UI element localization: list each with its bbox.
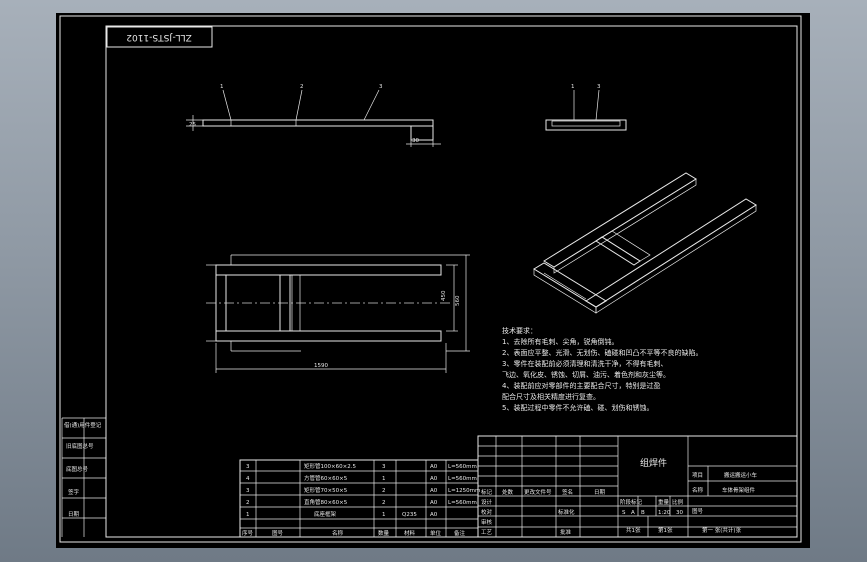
stage-value-1: A (631, 510, 635, 516)
tech-title: 技术要求： (502, 326, 537, 335)
bom-row-1-note: L=560mm (448, 476, 477, 482)
tech-line-5: 配合尺寸及相关精度进行复查。 (502, 392, 600, 401)
tech-line-0: 1、去除所有毛刺、尖角，锐角倒钝。 (502, 337, 618, 346)
role-0: 设计 (481, 498, 493, 506)
role-2: 审核 (481, 518, 493, 526)
balloon-side-1: 1 (571, 84, 575, 90)
role-5: 批准 (560, 528, 572, 536)
assembly-name: 车体骨架组件 (722, 486, 756, 494)
bom-row-2-note: L=1250mm (448, 488, 480, 494)
bom-table: 3 矩形管100×60×2.5 3 A0 L=560mm 4 方管管60×60×… (239, 459, 480, 538)
rev-header-0: 标记 (481, 488, 493, 496)
side-label-1: 旧底图总号 (66, 442, 94, 450)
balloon-side-3: 3 (597, 84, 601, 90)
bom-row-0-note: L=560mm (448, 464, 477, 470)
dim-plan-length: 1590 (314, 363, 328, 369)
bom-row-2-no: 3 (246, 488, 250, 494)
rev-header-3: 签名 (562, 488, 573, 496)
rev-header-4: 日期 (594, 489, 606, 496)
sheet-total: 共1张 (626, 526, 641, 534)
role-1: 校对 (481, 508, 493, 516)
part-name: 组焊件 (640, 457, 667, 469)
rev-header-1: 处数 (502, 488, 514, 496)
outer-border (59, 15, 802, 543)
dim-front-height: 25 (189, 122, 196, 128)
sheet-of: 第一 张(共计)张 (702, 526, 742, 534)
tech-line-2: 3、零件在装配前必须清理和清洗干净，不得有毛刺、 (502, 359, 667, 368)
bom-row-3-no: 2 (246, 500, 250, 506)
role-4: 标准化 (558, 508, 575, 516)
drawing-canvas: 借(通)用件登记 旧底图总号 底图总号 签字 日期 ZLL-JSTS-1102 … (59, 15, 802, 543)
tech-line-4: 4、装配前应对零部件的主要配合尺寸，特别是过盈 (502, 381, 660, 390)
left-side-strip: 借(通)用件登记 旧底图总号 底图总号 签字 日期 (61, 417, 106, 537)
plan-view: 450 560 1590 (206, 254, 470, 373)
bom-row-1-unit: A0 (430, 476, 438, 482)
side-label-3: 签字 (68, 488, 80, 496)
tech-line-3: 飞边、氧化皮、锈蚀、切屑、油污、着色剂和灰尘等。 (502, 370, 670, 379)
bom-header-name: 名称 (332, 529, 344, 537)
bom-row-4-name: 底座框架 (314, 510, 337, 518)
cad-drawing-sheet: 借(通)用件登记 旧底图总号 底图总号 签字 日期 ZLL-JSTS-1102 … (56, 13, 810, 548)
bom-header-unit: 单位 (430, 529, 442, 537)
stage-value-0: S (622, 510, 626, 516)
drawing-no-label: 图号 (692, 507, 704, 515)
bom-header-code: 图号 (272, 529, 284, 537)
title-block: 组焊件 项目 搬运搬运小车 名称 车体骨架组件 图号 标记 处数 更改文件号 签… (477, 435, 798, 538)
dim-front-right: 30 (412, 138, 419, 144)
tech-line-6: 5、装配过程中零件不允许磕、碰、划伤和锈蚀。 (502, 403, 653, 412)
front-view: 25 30 1 2 3 (186, 84, 441, 147)
bom-row-1-no: 4 (246, 476, 250, 482)
stage-value-4: 30 (676, 510, 683, 516)
rev-header-2: 更改文件号 (524, 488, 552, 496)
bom-header-material: 材料 (404, 529, 416, 537)
bom-row-0-name: 矩形管100×60×2.5 (304, 462, 356, 470)
stage-value-3: 1:20 (658, 510, 671, 516)
bom-row-4-no: 1 (246, 512, 250, 518)
project-label: 项目 (692, 472, 703, 479)
side-label-2: 底图总号 (66, 465, 89, 473)
side-view: 1 3 (545, 84, 627, 131)
stage-header-0: 阶段标记 (620, 498, 643, 506)
bom-row-2-qty: 2 (382, 488, 386, 494)
bom-header-note: 备注 (454, 529, 466, 537)
bom-header-qty: 数量 (378, 529, 390, 537)
balloon-front-3: 3 (379, 84, 383, 90)
bom-row-4-material: Q235 (402, 512, 417, 518)
isometric-view (533, 172, 757, 314)
bom-row-3-unit: A0 (430, 500, 438, 506)
tech-line-1: 2、表面应平整、光滑、无划伤、磕碰和凹凸不平等不良的缺陷。 (502, 348, 702, 357)
role-3: 工艺 (481, 529, 493, 536)
side-label-4: 日期 (68, 511, 80, 518)
bom-row-0-qty: 3 (382, 464, 386, 470)
bom-header-no: 序号 (242, 529, 254, 537)
dim-plan-inner: 450 (441, 290, 447, 301)
balloon-front-2: 2 (300, 84, 304, 90)
bom-row-3-name: 直角管80×60×5 (304, 498, 348, 506)
side-label-0: 借(通)用件登记 (64, 421, 102, 429)
name-label: 名称 (692, 486, 704, 494)
drawing-code: ZLL-JSTS-1102 (126, 32, 192, 42)
bom-row-0-no: 3 (246, 464, 250, 470)
tech-requirements: 技术要求： 1、去除所有毛刺、尖角，锐角倒钝。 2、表面应平整、光滑、无划伤、磕… (502, 326, 702, 412)
bom-row-4-unit: A0 (430, 512, 438, 518)
bom-row-1-qty: 1 (382, 476, 386, 482)
project: 搬运搬运小车 (724, 471, 758, 479)
bom-row-3-note: L=560mm (448, 500, 477, 506)
code-box: ZLL-JSTS-1102 (106, 26, 213, 48)
bom-row-4-qty: 1 (382, 512, 386, 518)
bom-row-3-qty: 2 (382, 500, 386, 506)
stage-value-2: B (641, 510, 645, 516)
stage-header-1: 重量 (658, 498, 670, 506)
bom-row-2-name: 矩形管70×50×5 (304, 486, 348, 494)
stage-header-2: 比例 (672, 498, 684, 506)
bom-row-0-unit: A0 (430, 464, 438, 470)
dim-plan-outer: 560 (455, 295, 461, 306)
sheet-no: 第1张 (658, 526, 673, 534)
balloon-front-1: 1 (220, 84, 224, 90)
bom-row-2-unit: A0 (430, 488, 438, 494)
bom-row-1-name: 方管管60×60×5 (304, 474, 348, 482)
